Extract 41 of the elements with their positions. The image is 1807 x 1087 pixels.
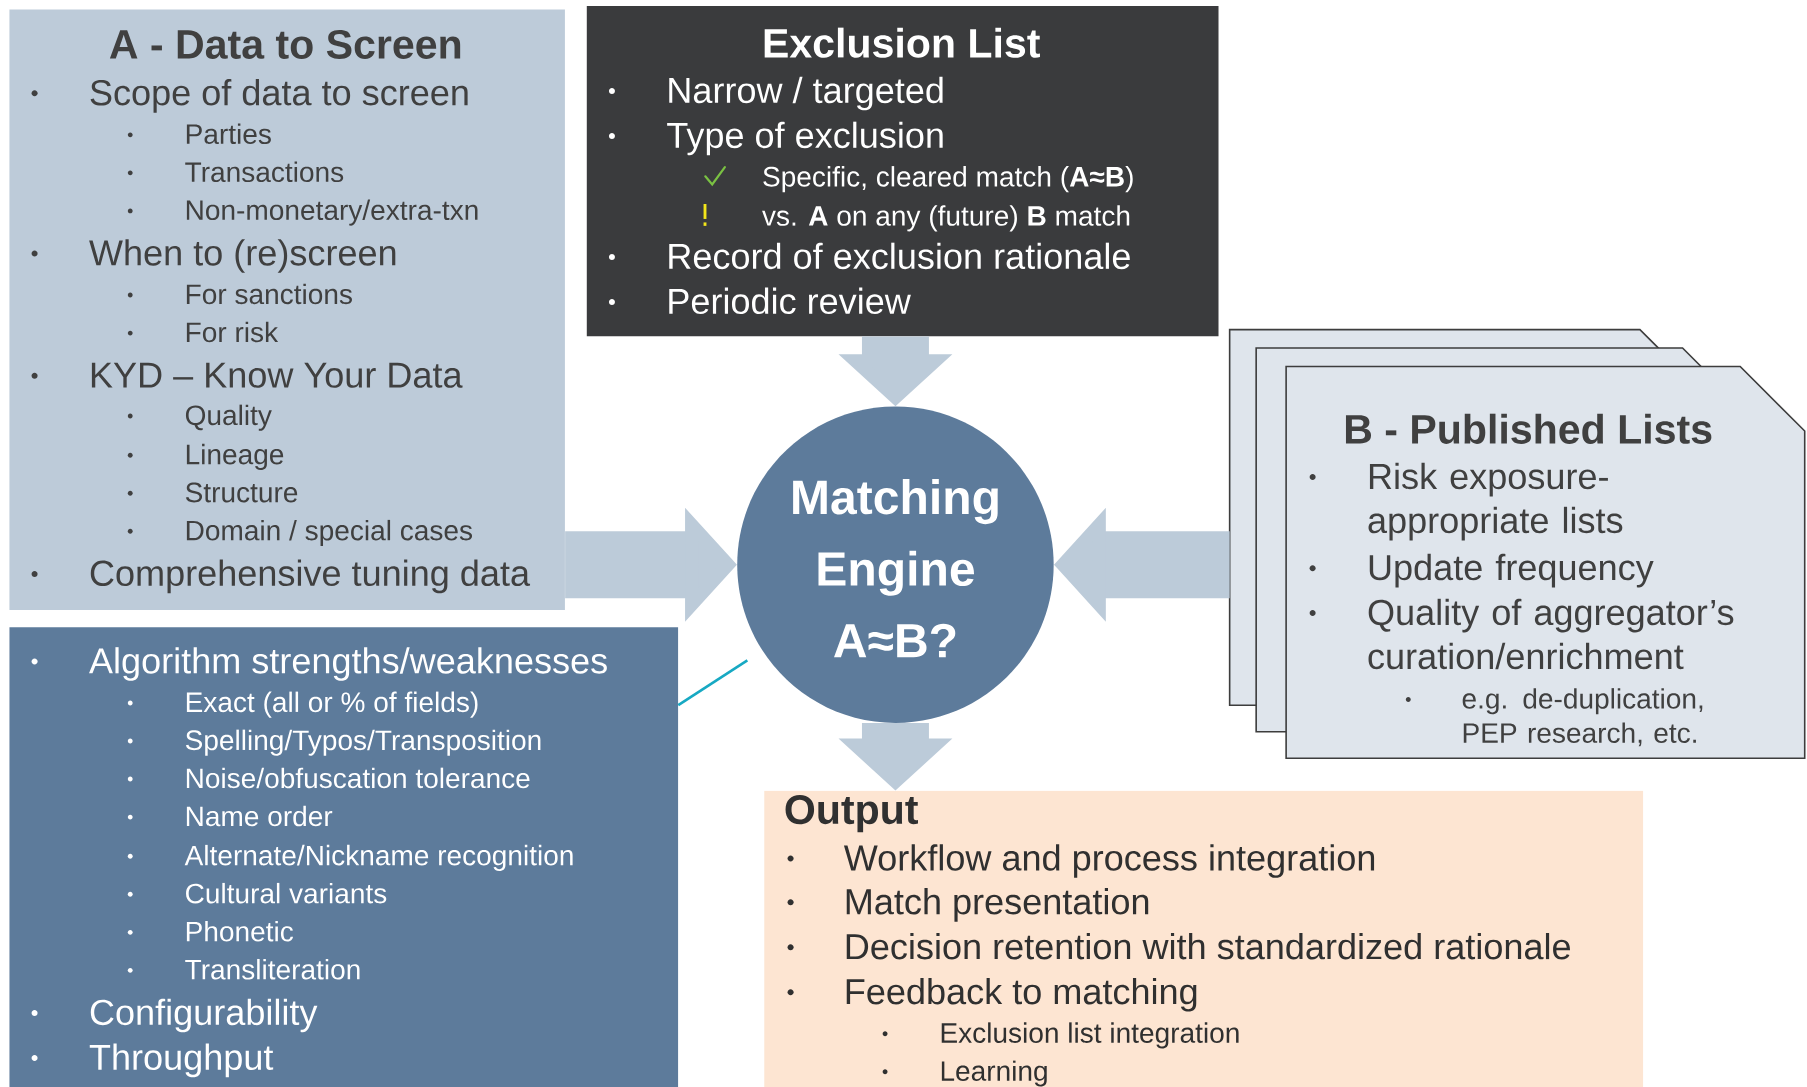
bullet-item: Noise/obfuscation tolerance	[127, 767, 530, 789]
connector-line	[677, 659, 749, 707]
panel-title: Exclusion List	[764, 27, 1040, 58]
bullet-item: Record of exclusion rationale	[608, 242, 1130, 270]
bullet-item: Transliteration	[127, 958, 360, 980]
bullet-item: Alternate/Nickname recognition	[127, 844, 573, 871]
bullet-item: Quality	[127, 404, 272, 431]
bullet-item: Match presentation	[787, 888, 1149, 922]
bullet-item: Comprehensive tuning data	[31, 559, 531, 594]
bullet-item: Exclusion list integration	[882, 1022, 1239, 1049]
bullet-item: KYD – Know Your Data	[31, 362, 463, 388]
bullet-item: Specific, cleared match (A≈B)	[763, 166, 1133, 193]
bullet-item: Domain / special cases	[127, 519, 473, 546]
bullet-item: Spelling/Typos/Transposition	[127, 729, 541, 756]
panel-title: A - Data to Screen	[109, 29, 461, 59]
bullet-item: Parties	[127, 123, 271, 144]
bullet-item: Phonetic	[127, 920, 294, 942]
bullet-item: Scope of data to screen	[31, 79, 468, 113]
bullet-item: Algorithm strengths/weaknesses	[31, 647, 607, 681]
bullet-item: For risk	[127, 321, 279, 343]
bullet-item: Non-monetary/extra-txn	[127, 199, 478, 226]
bullet-item: Feedback to matching	[787, 977, 1197, 1012]
bullet-item: Narrow / targeted	[608, 76, 943, 111]
bullet-item: Throughput	[31, 1043, 274, 1078]
bullet-item: Name order	[127, 805, 333, 827]
bullet-item: Cultural variants	[127, 882, 387, 904]
bullet-item: Workflow and process integration	[787, 844, 1375, 878]
bullet-item: Lineage	[127, 443, 284, 470]
bullet-item: Transactions	[127, 161, 344, 183]
bullet-item: For sanctions	[127, 283, 352, 305]
bullet-item: Configurability	[31, 998, 318, 1033]
bullet-item: vs. A on any (future) B match	[762, 205, 1130, 232]
bullet-item: Structure	[127, 482, 298, 503]
bullet-item: When to (re)screen	[31, 239, 396, 273]
bullet-item: Periodic review	[608, 287, 911, 315]
panel-title: Output	[785, 795, 918, 833]
bullet-item: Exact (all or % of fields)	[127, 691, 478, 718]
engine-label: Matching Engine A≈B?	[793, 479, 998, 658]
bullet-item: Learning	[882, 1060, 1047, 1087]
bullet-item: Type of exclusion	[608, 121, 943, 156]
bullet-item: Decision retention with standardized rationale	[787, 932, 1570, 960]
